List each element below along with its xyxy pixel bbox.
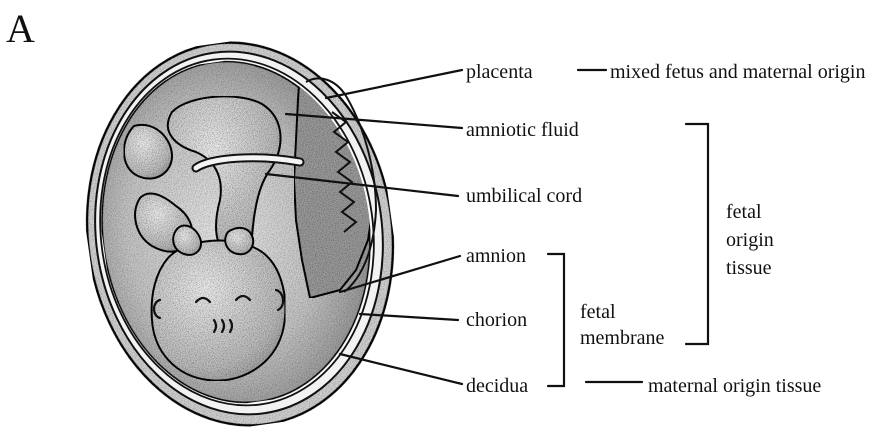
label-fetal-origin-tissue-line3: tissue [726,257,772,279]
label-fetal-origin-tissue-line2: origin [726,229,774,251]
labels: placenta mixed fetus and maternal origin… [466,61,865,397]
label-fetal-membrane-line2: membrane [580,327,665,349]
uterus-illustration [63,23,417,431]
label-decidua: decidua [466,375,528,397]
fetal-origin-tissue-bracket [686,124,708,344]
label-fetal-origin-tissue-line1: fetal [726,201,762,223]
fetus-hand [225,228,253,254]
fetus-head [152,241,286,381]
label-placenta: placenta [466,61,533,83]
label-placenta-note: mixed fetus and maternal origin [610,61,865,83]
fetal-membrane-bracket [548,254,564,386]
placenta-leader [326,70,462,98]
label-maternal-origin-tissue: maternal origin tissue [648,375,821,397]
label-umbilical-cord: umbilical cord [466,185,582,207]
label-amniotic-fluid: amniotic fluid [466,119,579,141]
label-chorion: chorion [466,309,527,331]
panel-label: A [6,6,35,51]
label-amnion: amnion [466,245,526,267]
label-fetal-membrane-line1: fetal [580,301,616,323]
decidua-leader [340,354,462,384]
